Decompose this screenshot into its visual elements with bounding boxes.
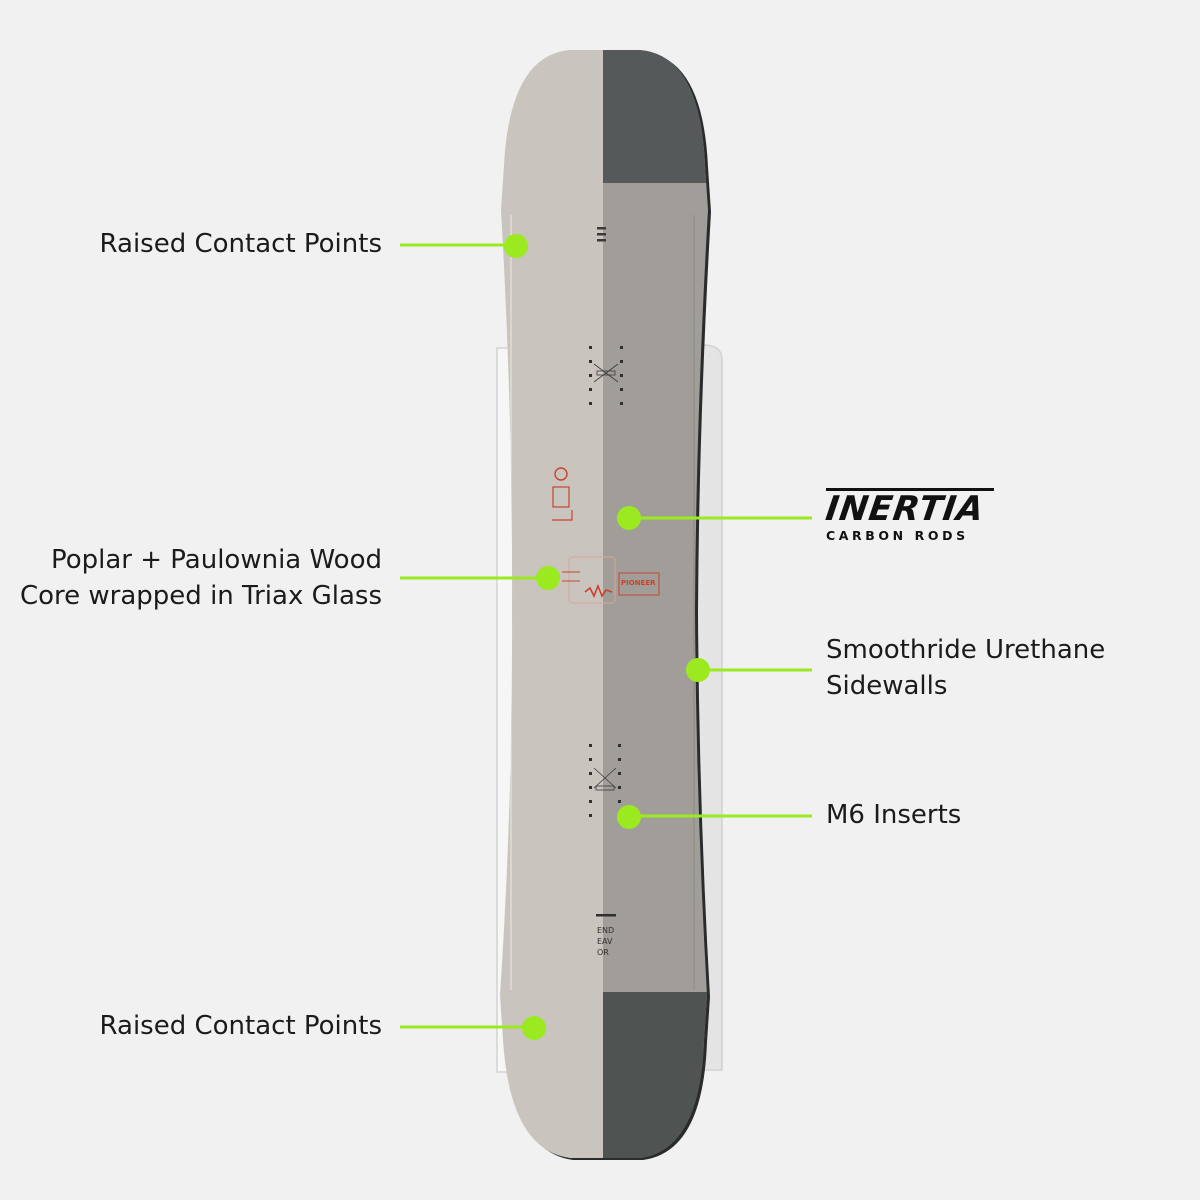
- callout-wood-core-line2: Core wrapped in Triax Glass: [19, 581, 382, 611]
- inertia-logo-bar: [826, 488, 994, 491]
- callout-wood-core: Poplar + Paulownia Wood Core wrapped in …: [20, 542, 382, 614]
- inertia-logo-sub: CARBON RODS: [826, 528, 969, 543]
- callout-raised-contact-bottom: Raised Contact Points: [100, 1008, 382, 1044]
- marker-inertia: [617, 506, 641, 530]
- callout-wood-core-line1: Poplar + Paulownia Wood: [50, 545, 382, 575]
- nose-logo-mark: [597, 227, 606, 242]
- marker-wood-core: [536, 566, 560, 590]
- brand-line-1: END: [597, 926, 614, 935]
- callout-raised-contact-top-line1: Raised Contact Points: [99, 229, 382, 259]
- marker-sidewalls: [686, 658, 710, 682]
- board-right-panel: [603, 50, 708, 1158]
- marker-raised-top: [504, 234, 528, 258]
- inertia-logo-word: INERTIA: [823, 489, 987, 529]
- brand-line-2: EAV: [597, 937, 613, 946]
- callout-sidewalls-line2: Sidewalls: [826, 671, 948, 701]
- marker-raised-bottom: [522, 1016, 546, 1040]
- callout-inserts-line1: M6 Inserts: [826, 800, 962, 830]
- board-model-name: PIONEER: [621, 579, 656, 587]
- center-graphic: [552, 467, 660, 604]
- snowboard: PIONEER END EAV OR: [500, 50, 711, 1160]
- brand-line-3: OR: [597, 948, 609, 957]
- inertia-carbon-rods-logo: INERTIA CARBON RODS: [823, 488, 996, 543]
- callout-sidewalls-line1: Smoothride Urethane: [826, 635, 1106, 665]
- board-tail-dark-block: [603, 992, 708, 1158]
- marker-inserts: [617, 805, 641, 829]
- callout-inserts: M6 Inserts: [826, 797, 961, 833]
- callout-raised-contact-top: Raised Contact Points: [100, 226, 382, 262]
- callout-markers: [400, 234, 812, 1040]
- callout-sidewalls: Smoothride Urethane Sidewalls: [826, 632, 1105, 704]
- callout-raised-contact-bottom-line1: Raised Contact Points: [99, 1011, 382, 1041]
- rear-inserts: [589, 744, 621, 817]
- tail-brand-logo: END EAV OR: [596, 914, 616, 957]
- front-inserts: [589, 346, 623, 405]
